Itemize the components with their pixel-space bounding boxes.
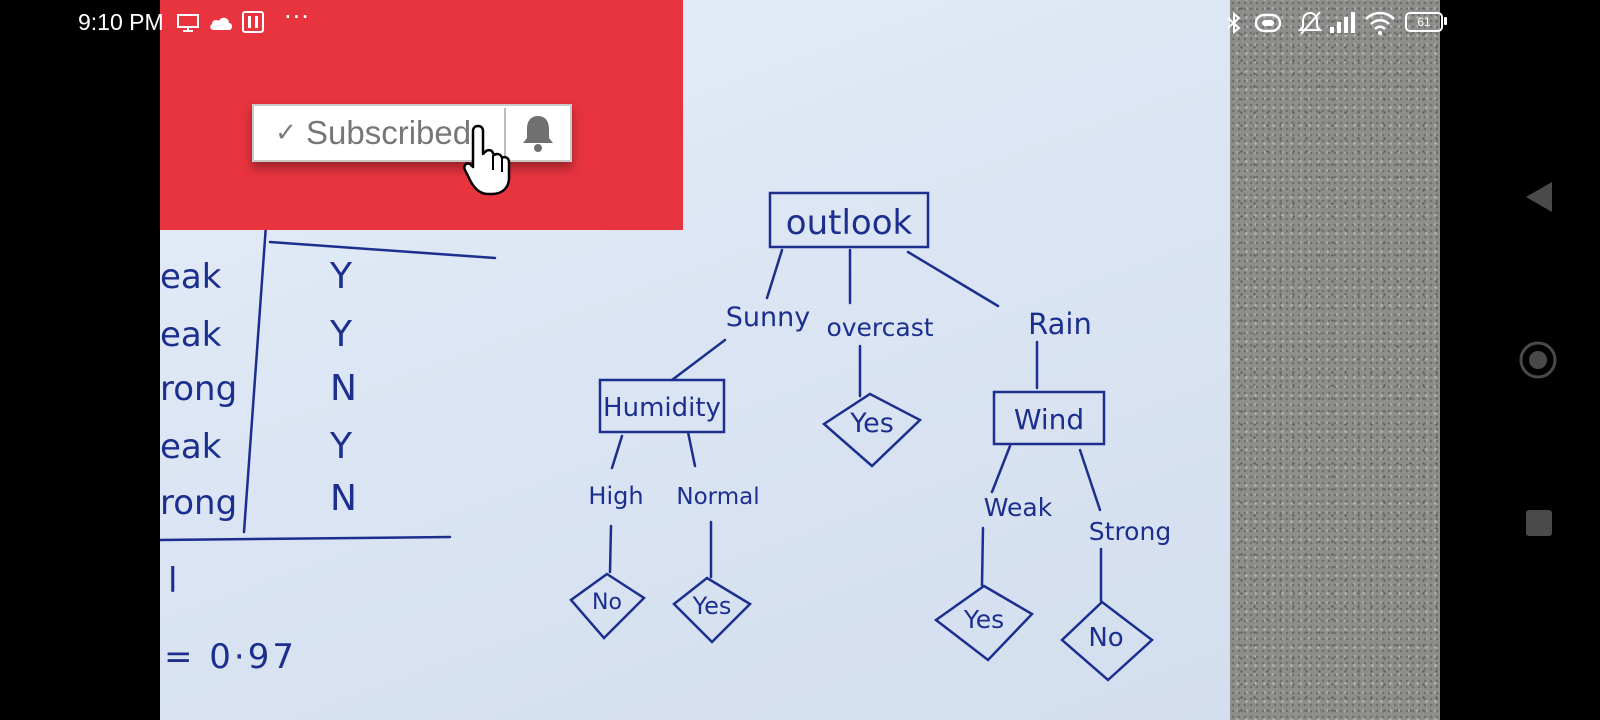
table-header-line bbox=[268, 240, 497, 260]
branch-weak: Weak bbox=[984, 493, 1053, 522]
signal-icon bbox=[1330, 12, 1355, 33]
branch-normal: Normal bbox=[676, 484, 759, 510]
outlook-label: outlook bbox=[786, 203, 913, 243]
bluetooth-icon bbox=[1227, 11, 1241, 35]
play-cell: N bbox=[330, 478, 357, 519]
play-cell: N bbox=[330, 368, 357, 409]
weak-leaf bbox=[933, 584, 1034, 662]
notification-app-icon bbox=[242, 11, 264, 33]
status-time: 9:10 PM bbox=[78, 9, 164, 35]
wind-cell: eak bbox=[160, 315, 222, 355]
branch-strong: Strong bbox=[1089, 517, 1171, 546]
wind-cell: eak bbox=[160, 427, 222, 467]
battery-level: 61 bbox=[1417, 15, 1431, 29]
play-tennis-table: eak Y eak Y rong N eak Y rong N bbox=[160, 223, 497, 542]
cloud-icon bbox=[210, 17, 232, 30]
video-frame[interactable]: eak Y eak Y rong N eak Y rong N l = 0·97 bbox=[160, 0, 1440, 720]
strong-leaf bbox=[1060, 600, 1154, 682]
play-cell: Y bbox=[329, 314, 353, 355]
high-leaf bbox=[569, 572, 646, 640]
humidity-label: Humidity bbox=[603, 393, 721, 423]
screen-icon bbox=[177, 14, 199, 32]
overcast-leaf-label: Yes bbox=[849, 408, 894, 439]
navigation-bar bbox=[1500, 0, 1600, 720]
vibrate-icon bbox=[1254, 13, 1282, 33]
play-cell: Y bbox=[329, 256, 353, 297]
button-divider bbox=[504, 108, 506, 158]
table-bottom-line bbox=[160, 535, 452, 542]
branch-sunny: Sunny bbox=[726, 302, 810, 333]
weak-leaf-label: Yes bbox=[963, 605, 1004, 634]
status-bar: 9:10 PM ··· 61 bbox=[0, 0, 1600, 46]
high-leaf-label: No bbox=[592, 590, 622, 615]
home-circle-icon[interactable] bbox=[1518, 340, 1558, 380]
wind-cell: rong bbox=[160, 369, 237, 409]
wind-cell: rong bbox=[160, 483, 237, 523]
silent-icon bbox=[1298, 11, 1322, 35]
strong-leaf-label: No bbox=[1088, 623, 1123, 653]
hand-cursor-icon bbox=[463, 124, 511, 196]
subscribed-label: Subscribed bbox=[306, 114, 472, 151]
subscribed-button[interactable]: ✓ Subscribed bbox=[252, 104, 572, 162]
back-triangle-icon[interactable] bbox=[1524, 180, 1554, 214]
overcast-leaf bbox=[821, 392, 923, 468]
play-cell: Y bbox=[329, 426, 353, 467]
check-icon: ✓ bbox=[275, 118, 297, 148]
more-icon: ··· bbox=[284, 3, 310, 31]
outlook-node bbox=[768, 191, 930, 249]
wind-cell: eak bbox=[160, 257, 222, 297]
subscribe-overlay: ✓ Subscribed bbox=[160, 0, 683, 230]
concrete-background bbox=[1230, 0, 1440, 720]
bell-icon[interactable] bbox=[506, 106, 570, 160]
normal-leaf bbox=[672, 576, 753, 644]
humidity-node bbox=[598, 378, 726, 434]
branch-overcast: overcast bbox=[826, 313, 933, 342]
recents-square-icon[interactable] bbox=[1524, 508, 1554, 538]
table-vertical-line bbox=[242, 223, 268, 534]
handwritten-drawing: eak Y eak Y rong N eak Y rong N l = 0·97 bbox=[160, 191, 1171, 682]
entropy-note: = 0·97 bbox=[164, 637, 297, 677]
wind-node bbox=[992, 390, 1106, 446]
normal-leaf-label: Yes bbox=[692, 592, 732, 620]
battery-tip bbox=[1444, 17, 1447, 25]
branch-rain: Rain bbox=[1028, 307, 1092, 341]
note-line-1: l bbox=[168, 561, 177, 601]
wifi-icon bbox=[1365, 11, 1395, 35]
tree-branches bbox=[608, 248, 1103, 603]
branch-high: High bbox=[588, 482, 643, 510]
battery-icon: 61 bbox=[1405, 12, 1443, 32]
wind-label: Wind bbox=[1014, 403, 1084, 436]
